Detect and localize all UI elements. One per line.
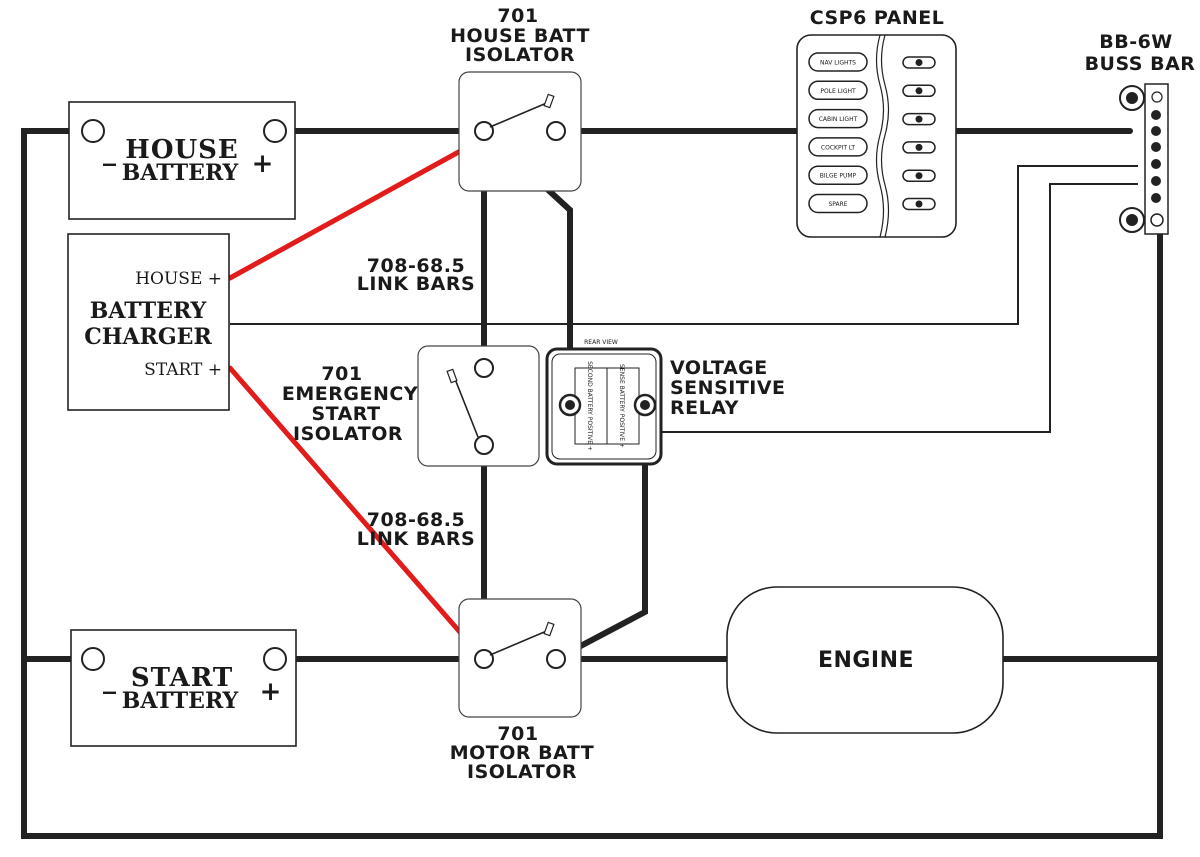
house-battery-positive-terminal [263,119,287,143]
bb-6w-buss-bar: BB-6W BUSS BAR [1085,31,1196,235]
house-isolator-number: 701 [497,5,538,27]
panel-title: CSP6 PANEL [810,7,945,29]
panel-switch-label: BILGE PUMP [820,173,857,180]
panel-switch-indicator [915,87,923,95]
start-battery-negative-sign: _ [103,665,117,695]
house-batt-isolator: 701 HOUSE BATT ISOLATOR [450,5,590,192]
panel-switch-label-plate [808,108,868,129]
panel-switch-list: NAV LIGHTS POLE LIGHT CABIN LIGHT COCKPIT L… [808,52,936,214]
panel-switch-label: COCKPIT LT [821,144,856,151]
link-bars-lower-label: 708-68.5 LINK BARS [357,509,475,550]
house-isolator-label: HOUSE BATT [450,25,590,47]
house-battery-negative-terminal [81,119,105,143]
relay-ground-wire [655,183,1138,433]
house-battery: HOUSE BATTERY _ + [68,101,296,220]
panel-switch-row: BILGE PUMP [808,165,936,185]
panel-switch-label: SPARE [828,201,847,208]
charger-start-output-label: START + [144,360,222,380]
house-battery-label: HOUSE [125,135,238,165]
charger-sublabel: CHARGER [84,324,212,350]
start-battery-negative-terminal [81,647,105,671]
motor-isolator-label: MOTOR BATT [450,742,595,764]
panel-switch-row: NAV LIGHTS [808,52,936,72]
link-bars-lower-text: LINK BARS [357,528,475,550]
motor-isolator-number: 701 [497,723,538,745]
panel-switch-indicator [915,172,923,180]
charger-negative-wire [230,165,1138,325]
start-battery-sublabel: BATTERY [122,688,239,714]
panel-switch-row: SPARE [808,193,936,214]
panel-switch-row: CABIN LIGHT [808,108,936,129]
start-battery-label: START [131,663,233,693]
relay-sublabel: SENSITIVE [670,377,786,399]
buss-bar-label: BUSS BAR [1085,53,1196,75]
motor-isolator-output-terminal [546,649,566,669]
emergency-isolator-sublabel: START [311,403,380,425]
csp6-panel: CSP6 PANEL NAV LIGHTS POLE LIGHT CABIN LIG… [796,7,957,238]
panel-switch-label-plate [808,165,868,185]
buss-bar-model: BB-6W [1099,31,1173,53]
link-bars-lower-part: 708-68.5 [367,509,465,531]
link-bars-upper-label: 708-68.5 LINK BARS [357,255,475,295]
motor-isolator-sublabel: ISOLATOR [467,761,577,783]
relay-right-terminal [640,400,650,410]
buss-bar-screws [1151,110,1161,203]
panel-switch-indicator [915,59,923,66]
relay-sense-battery-text: SENSE BATTERY POSITIVE + [618,364,625,448]
house-isolator-output-terminal [546,121,566,141]
ground-loop-wire [21,128,1163,839]
panel-switch-indicator [915,200,923,208]
panel-switch-label-plate [808,52,868,72]
house-battery-positive-sign: + [252,149,275,179]
panel-switch-row: COCKPIT LT [808,137,936,157]
emergency-isolator-sublabel-2: ISOLATOR [293,423,403,445]
emergency-isolator-label: EMERGENCY [282,383,418,405]
battery-charger: HOUSE + BATTERY CHARGER START + [67,233,230,411]
voltage-sensitive-relay: REAR VIEW SECOND BATTERY POSITIVE + SENS… [545,339,786,466]
panel-switch-label-plate [808,137,868,157]
motor-batt-isolator: 701 MOTOR BATT ISOLATOR [450,598,595,783]
panel-switch-label: CABIN LIGHT [819,116,858,123]
link-bars-upper-text: LINK BARS [357,273,475,295]
panel-switch-label: POLE LIGHT [820,88,856,95]
panel-switch-label-plate [808,193,868,214]
house-isolator-common-terminal [474,121,494,141]
relay-second-battery-wire [553,402,648,662]
charger-house-output-label: HOUSE + [135,269,222,289]
emergency-isolator-bottom-terminal [474,435,494,455]
start-battery-positive-terminal [263,647,287,671]
emergency-start-isolator: 701 EMERGENCY START ISOLATOR [282,345,540,467]
emergency-isolator-number: 701 [321,363,362,385]
panel-switch-indicator [915,115,923,123]
engine-label: ENGINE [818,648,914,673]
link-bars-upper-part: 708-68.5 [367,255,465,277]
emergency-isolator-top-terminal [474,358,494,378]
relay-left-terminal [565,400,575,410]
relay-second-battery-text: SECOND BATTERY POSITIVE + [586,361,593,451]
panel-switch-row: POLE LIGHT [808,80,936,101]
panel-switch-indicator [915,143,923,151]
panel-switch-label-plate [808,80,868,101]
house-battery-negative-sign: _ [103,137,117,167]
relay-rear-view-label: REAR VIEW [584,339,618,346]
house-battery-sublabel: BATTERY [122,160,239,186]
start-battery: START BATTERY _ + [70,629,297,747]
house-isolator-sublabel: ISOLATOR [465,44,575,66]
relay-label: VOLTAGE [670,357,768,379]
charger-label: BATTERY [90,298,207,324]
panel-switch-label: NAV LIGHTS [820,60,856,67]
motor-isolator-common-terminal [474,649,494,669]
charger-start-lead [227,365,482,657]
engine: ENGINE [726,586,1004,734]
start-battery-positive-sign: + [260,677,283,707]
relay-sublabel-2: RELAY [670,397,739,419]
charger-house-lead [227,135,487,281]
